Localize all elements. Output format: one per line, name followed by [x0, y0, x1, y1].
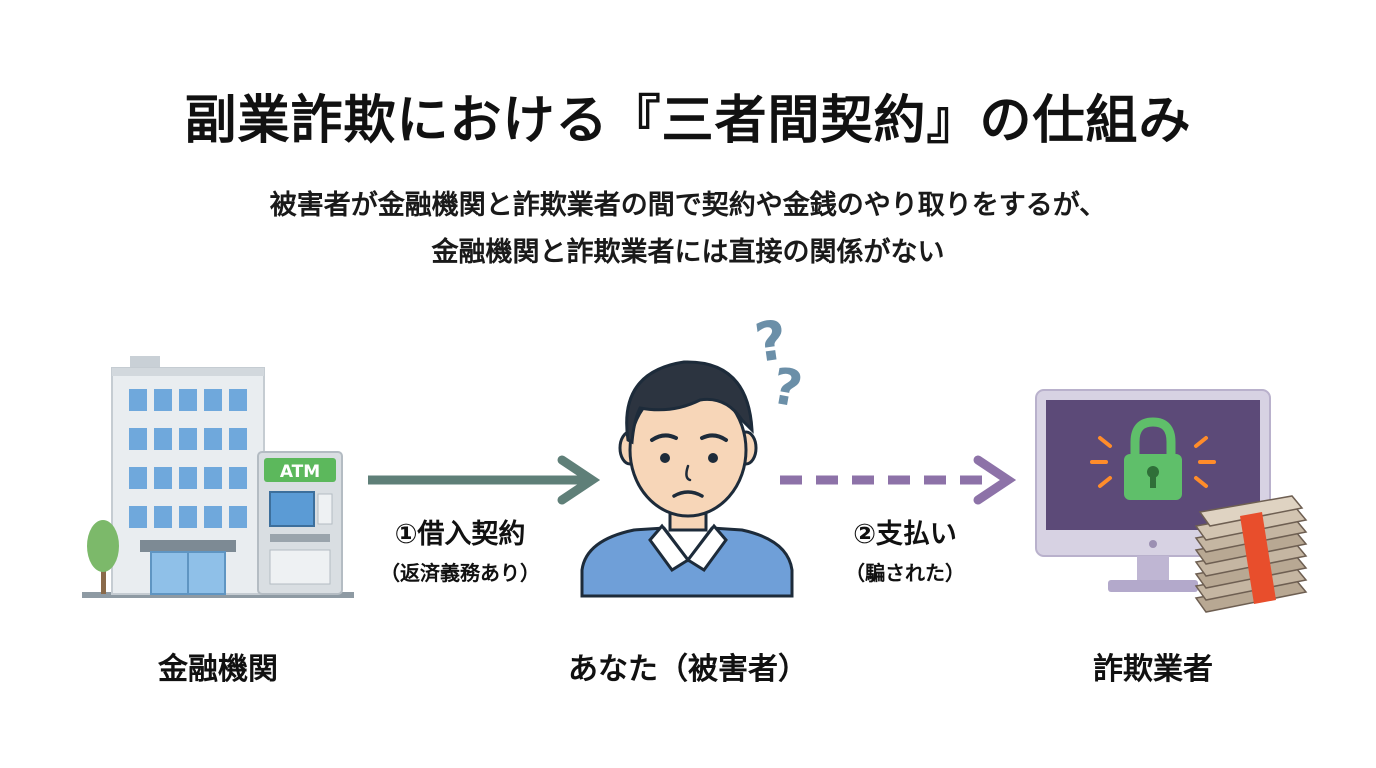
question-mark-icon: ? ? [751, 308, 807, 419]
atm-machine-icon [257, 451, 343, 595]
money-stack-icon [1194, 495, 1308, 613]
confused-person-icon [580, 360, 794, 598]
loan-arrow [368, 455, 601, 505]
scammer-label: 詐欺業者 [1093, 652, 1213, 687]
loan-arrow-label: ①借入契約 （返済義務あり） [360, 512, 560, 586]
payment-label: ②支払い [853, 519, 957, 550]
loan-sublabel: （返済義務あり） [380, 561, 540, 585]
victim-label: あなた（被害者） [568, 652, 808, 687]
page-title: 副業詐欺における『三者間契約』の仕組み [184, 91, 1192, 151]
subtitle-line-1: 被害者が金融機関と詐欺業者の間で契約や金銭のやり取りをするが、 [269, 190, 1107, 221]
atm-sign: ATM [280, 462, 320, 482]
payment-arrow-label: ②支払い （騙された） [820, 512, 990, 586]
loan-label: ①借入契約 [394, 519, 526, 550]
payment-sublabel: （騙された） [845, 561, 965, 585]
subtitle-line-2: 金融機関と詐欺業者には直接の関係がない [431, 237, 945, 268]
payment-arrow [780, 455, 1017, 505]
bank-label: 金融機関 [158, 652, 278, 687]
bank-building-icon [82, 356, 354, 598]
